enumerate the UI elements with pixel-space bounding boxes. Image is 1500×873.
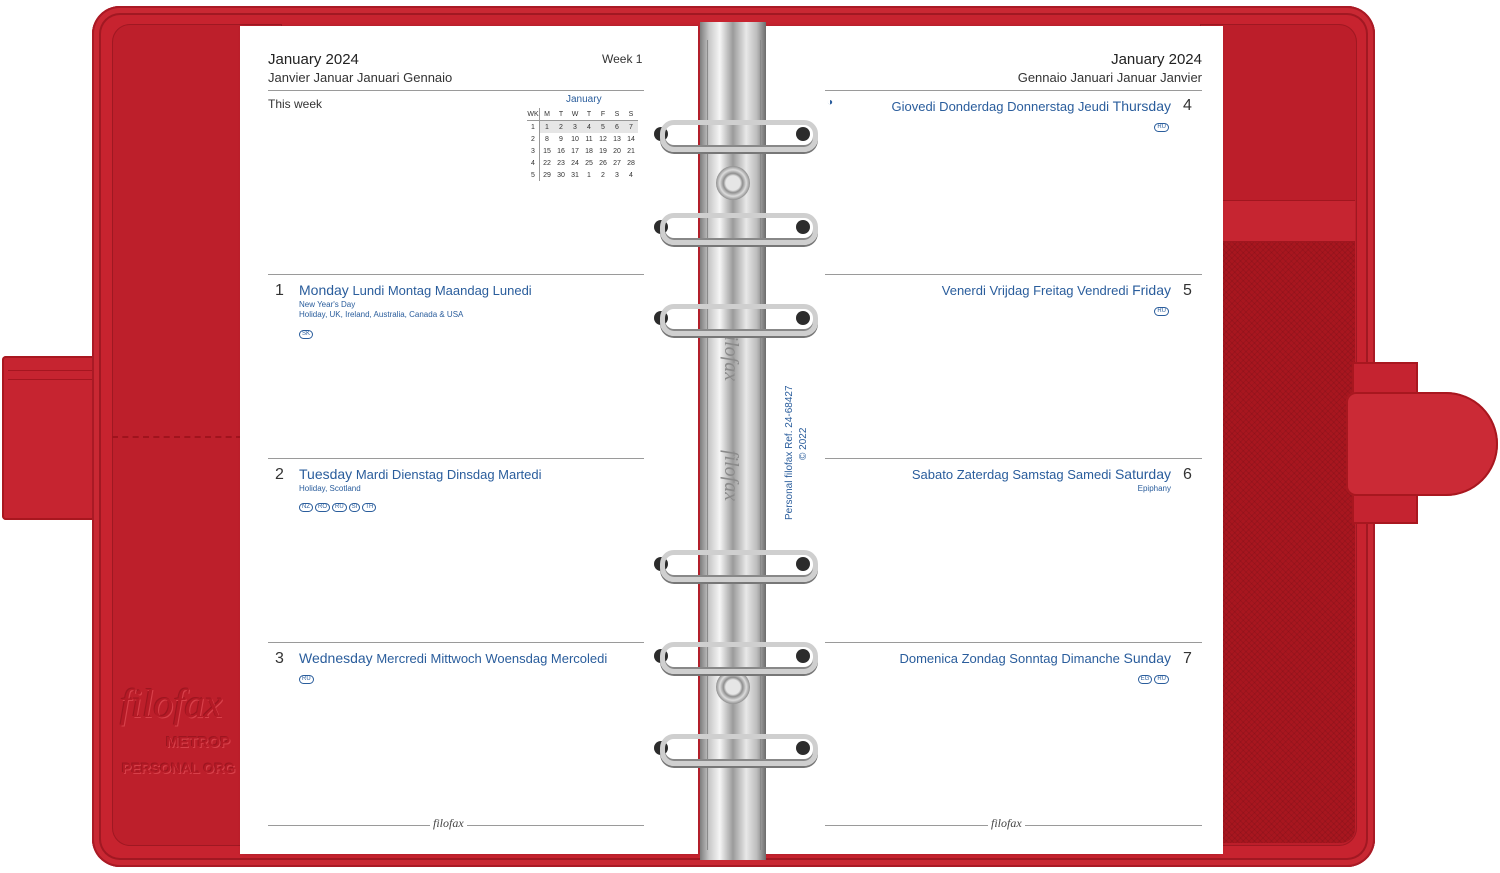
rivet-icon [716, 670, 750, 704]
diary-page-left [240, 26, 698, 854]
day-number-6: 6 [1183, 466, 1192, 483]
holiday-note: Holiday, Scotland [299, 484, 361, 493]
ring-end [796, 557, 810, 571]
footer-logo-right: filofax [988, 816, 1025, 831]
spine-reference: Personal filofax Ref. 24-68427 [784, 385, 795, 520]
left-month-title: January 2024 [268, 51, 359, 68]
day-heading-friday: Venerdi Vrijdag Freitag Vendredi Friday [941, 282, 1171, 298]
inner-stitch-line [112, 436, 242, 438]
binder-ring[interactable] [660, 642, 818, 674]
right-month-translations: Gennaio Januari Januar Janvier [1017, 70, 1202, 85]
country-badges: RU [1120, 299, 1171, 317]
day-number-1: 1 [275, 282, 284, 299]
day-number-2: 2 [275, 466, 284, 483]
header-rule [825, 90, 1202, 91]
day-number-5: 5 [1183, 282, 1192, 299]
day-rule [825, 274, 1202, 275]
country-badges: RU [299, 667, 316, 685]
mini-calendar-title: January [566, 94, 602, 105]
day-heading-monday: Monday Lundi Montag Maandag Lunedi [299, 282, 532, 298]
diary-page-right [760, 26, 1223, 854]
moon-phase-icon: ◑ [827, 97, 834, 108]
right-month-title: January 2024 [1111, 51, 1202, 68]
this-week-label: This week [268, 97, 323, 111]
strap-stitching [8, 370, 110, 380]
day-rule [825, 642, 1202, 643]
day-rule [268, 642, 644, 643]
spine-logo: filofax [720, 450, 742, 502]
binder-ring[interactable] [660, 304, 818, 336]
week-number: Week 1 [602, 52, 643, 66]
ring-end [796, 741, 810, 755]
country-badges: SK [299, 322, 315, 340]
binder-ring[interactable] [660, 120, 818, 152]
day-rule [268, 458, 644, 459]
country-badges: RU [1120, 115, 1171, 133]
holiday-note: New Year's Day [299, 300, 356, 309]
holiday-note: Holiday, UK, Ireland, Australia, Canada … [299, 310, 464, 319]
rivet-icon [716, 166, 750, 200]
day-number-3: 3 [275, 650, 284, 667]
footer-logo-left: filofax [430, 816, 467, 831]
embossed-model: METROP [166, 734, 231, 751]
binder-ring[interactable] [660, 734, 818, 766]
day-rule [268, 274, 644, 275]
day-heading-tuesday: Tuesday Mardi Dienstag Dinsdag Martedi [299, 466, 542, 482]
binder-ring[interactable] [660, 550, 818, 582]
ring-mechanism-spine [700, 22, 766, 860]
ring-end [796, 127, 810, 141]
ring-end [796, 311, 810, 325]
day-rule [825, 458, 1202, 459]
spine-plate [707, 40, 761, 850]
day-heading-sunday: Domenica Zondag Sonntag Dimanche Sunday [899, 650, 1171, 666]
ring-end [796, 220, 810, 234]
day-heading-saturday: Sabato Zaterdag Samstag Samedi Saturday [911, 466, 1171, 482]
embossed-logo: filofax [120, 681, 223, 726]
pen-loop [1222, 200, 1355, 242]
holiday-note: Epiphany [1137, 484, 1171, 493]
back-pocket [1222, 238, 1355, 843]
left-month-translations: Janvier Januar Januari Gennaio [268, 70, 453, 85]
day-number-4: 4 [1183, 97, 1192, 114]
day-heading-wednesday: Wednesday Mercredi Mittwoch Woensdag Mer… [299, 650, 608, 666]
header-rule [268, 90, 644, 91]
spine-copyright: © 2022 [798, 427, 809, 460]
ring-end [796, 649, 810, 663]
embossed-type: PERSONAL ORG [122, 760, 236, 776]
spine-logo: filofax [720, 330, 742, 382]
closure-clasp[interactable] [1346, 392, 1498, 496]
day-number-7: 7 [1183, 650, 1192, 667]
day-heading-thursday: Giovedi Donderdag Donnerstag Jeudi Thurs… [891, 98, 1171, 114]
binder-ring[interactable] [660, 213, 818, 245]
